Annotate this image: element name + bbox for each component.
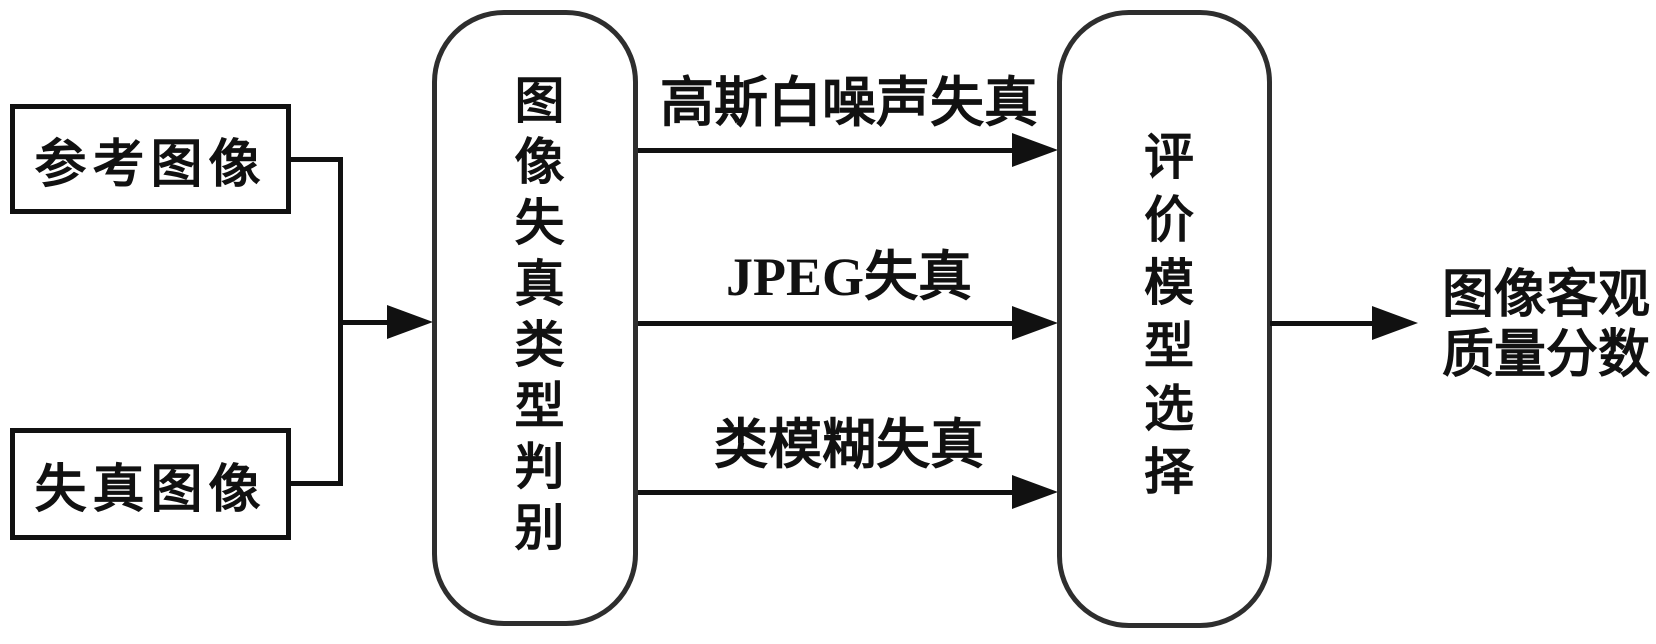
connector-input-shaft: [338, 320, 390, 325]
branch-arrow-jpeg-head-icon: [1012, 306, 1058, 340]
branch-arrow-blur-head-icon: [1012, 475, 1058, 509]
distorted-image-label: 失真图像: [34, 461, 267, 519]
branch-arrow-gaussian-shaft: [638, 148, 1014, 153]
selector-label: 评价模型选择: [1137, 130, 1193, 508]
input-box-distorted-image: 失真图像: [10, 428, 291, 540]
connector-reference-out: [289, 157, 343, 162]
branch-label-jpeg: JPEG失真: [725, 247, 972, 307]
branch-arrow-jpeg-shaft: [638, 321, 1014, 326]
classifier-label: 图像失真类型判别: [507, 74, 564, 562]
branch-arrow-blur-shaft: [638, 490, 1014, 495]
branch-arrow-gaussian-head-icon: [1012, 133, 1058, 167]
connector-distorted-out: [289, 481, 343, 486]
input-box-reference-image: 参考图像: [10, 104, 291, 214]
output-arrowhead-icon: [1372, 306, 1418, 340]
branch-label-gaussian-noise: 高斯白噪声失真: [660, 73, 1038, 133]
output-score-text: 图像客观 质量分数: [1436, 266, 1656, 386]
output-score-line2: 质量分数: [1441, 327, 1650, 384]
branch-label-blur: 类模糊失真: [714, 415, 984, 475]
selector-node: 评价模型选择: [1057, 10, 1272, 628]
output-arrow-shaft: [1270, 321, 1374, 326]
output-score-line1: 图像客观: [1441, 267, 1650, 324]
input-arrowhead-icon: [387, 305, 433, 339]
reference-image-label: 参考图像: [34, 136, 267, 194]
classifier-node: 图像失真类型判别: [432, 10, 638, 626]
